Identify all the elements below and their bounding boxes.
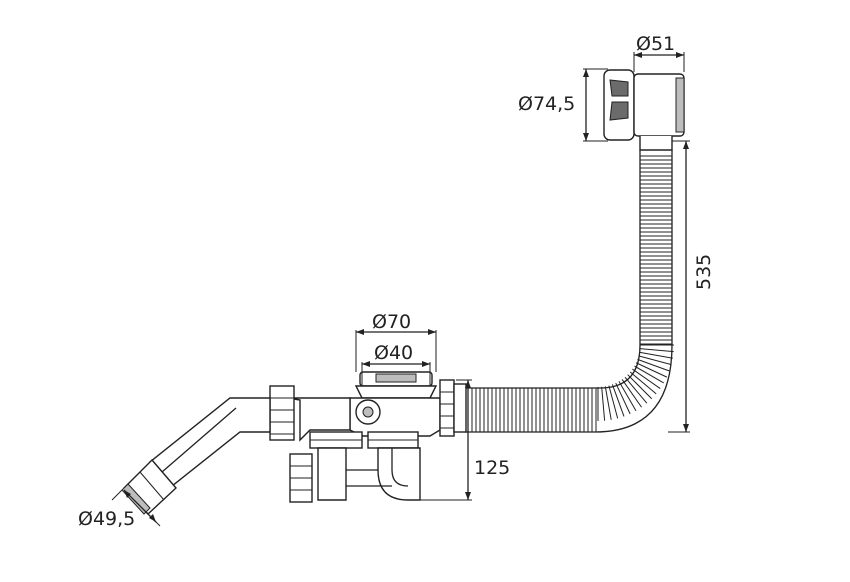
dim-overflow-head: Ø74,5 bbox=[518, 68, 608, 142]
label-overflow-body-diameter: Ø51 bbox=[636, 33, 675, 55]
label-trap-height: 125 bbox=[474, 457, 510, 479]
hose-rib bbox=[627, 374, 653, 400]
flexible-hose bbox=[465, 150, 674, 433]
dim-hose-length: 535 bbox=[668, 140, 715, 433]
hose-rib bbox=[621, 379, 643, 408]
hose-rib bbox=[639, 351, 673, 359]
dim-trap-height: 125 bbox=[420, 379, 510, 501]
hose-rib bbox=[624, 376, 648, 404]
angled-drain-pipe bbox=[121, 397, 271, 515]
hose-rib bbox=[618, 381, 637, 412]
overflow-head bbox=[603, 69, 685, 151]
hose-rib bbox=[604, 386, 612, 420]
hose-rib bbox=[611, 384, 625, 417]
dim-drain: Ø49,5 bbox=[78, 489, 161, 530]
hose-rib bbox=[634, 365, 665, 384]
hose-ribs-horizontal bbox=[467, 388, 597, 432]
hose-ribs-bend bbox=[597, 344, 674, 421]
label-outlet-inner-diameter: Ø40 bbox=[374, 342, 413, 364]
hose-rib bbox=[601, 386, 606, 421]
hose-rib bbox=[629, 371, 657, 395]
hose-rib bbox=[637, 358, 670, 372]
hose-ribs-vertical bbox=[640, 155, 672, 345]
hose-rib bbox=[632, 368, 661, 390]
hose-rib bbox=[635, 362, 668, 378]
side-branch bbox=[269, 385, 392, 503]
hose-rib bbox=[608, 385, 619, 419]
label-drain-diameter: Ø49,5 bbox=[78, 508, 135, 530]
dim-outlet: Ø70 Ø40 bbox=[355, 311, 437, 386]
label-hose-length: 535 bbox=[693, 254, 715, 290]
outlet-body bbox=[349, 371, 467, 501]
hose-rib bbox=[615, 382, 631, 415]
dim-overflow-body: Ø51 bbox=[633, 33, 685, 72]
label-overflow-head-diameter: Ø74,5 bbox=[518, 93, 575, 115]
hose-rib bbox=[638, 355, 672, 366]
hose-rib bbox=[639, 348, 674, 353]
label-outlet-outer-diameter: Ø70 bbox=[372, 311, 411, 333]
